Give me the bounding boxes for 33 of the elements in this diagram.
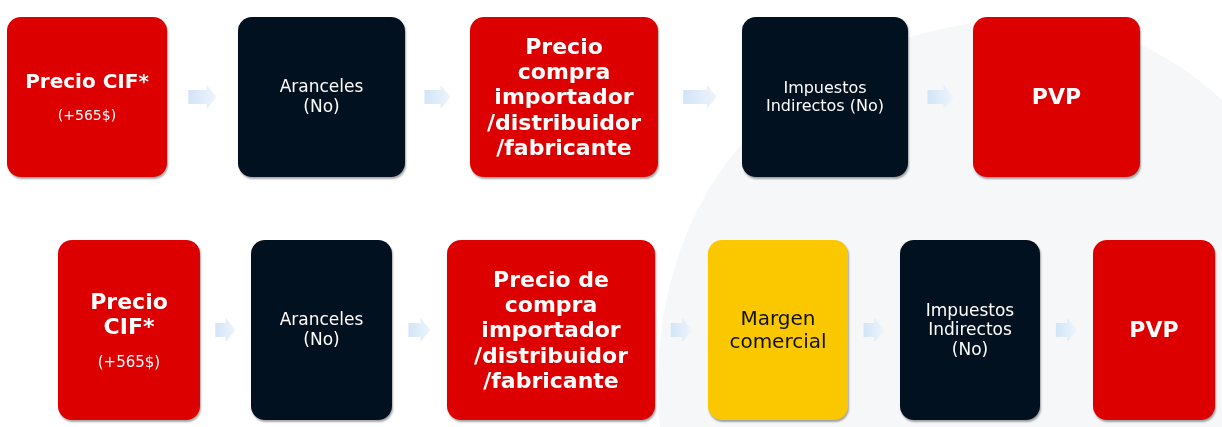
box-label: PVP: [1129, 317, 1179, 343]
box-label: Precio compra importador /distribuidor /fabricante: [486, 33, 642, 161]
box-label: PVP: [1031, 84, 1082, 110]
process-box: [973, 17, 1140, 177]
process-box: [58, 240, 200, 420]
box-label: Precio de compra importador /distribuidor /fabricante: [473, 266, 629, 394]
box-label: Aranceles (No): [278, 77, 365, 117]
box-label: Aranceles (No): [278, 310, 365, 350]
block-arrow: [670, 318, 693, 342]
block-arrow: [683, 85, 717, 109]
process-box: [251, 240, 392, 420]
box-sublabel: (+565$): [57, 107, 117, 124]
box-label: Precio CIF*: [89, 289, 169, 340]
box-label: Precio CIF*: [25, 70, 149, 94]
block-arrow: [927, 85, 954, 109]
process-box: [1093, 240, 1215, 420]
process-box: [238, 17, 405, 177]
block-arrow: [215, 318, 236, 342]
block-arrow: [863, 318, 885, 342]
process-box: [900, 240, 1040, 420]
block-arrow: [188, 85, 217, 109]
process-box: [447, 240, 655, 420]
process-box: [470, 17, 658, 177]
box-sublabel: (+565$): [97, 353, 161, 371]
block-arrow: [424, 85, 451, 109]
box-label: Margen comercial: [728, 307, 828, 353]
block-arrow: [408, 318, 431, 342]
process-box: [708, 240, 848, 420]
block-arrow: [1055, 318, 1078, 342]
process-box: [7, 17, 167, 177]
box-label: Impuestos Indirectos (No): [765, 78, 885, 116]
box-label: Impuestos Indirectos (No): [924, 300, 1016, 360]
process-box: [742, 17, 908, 177]
